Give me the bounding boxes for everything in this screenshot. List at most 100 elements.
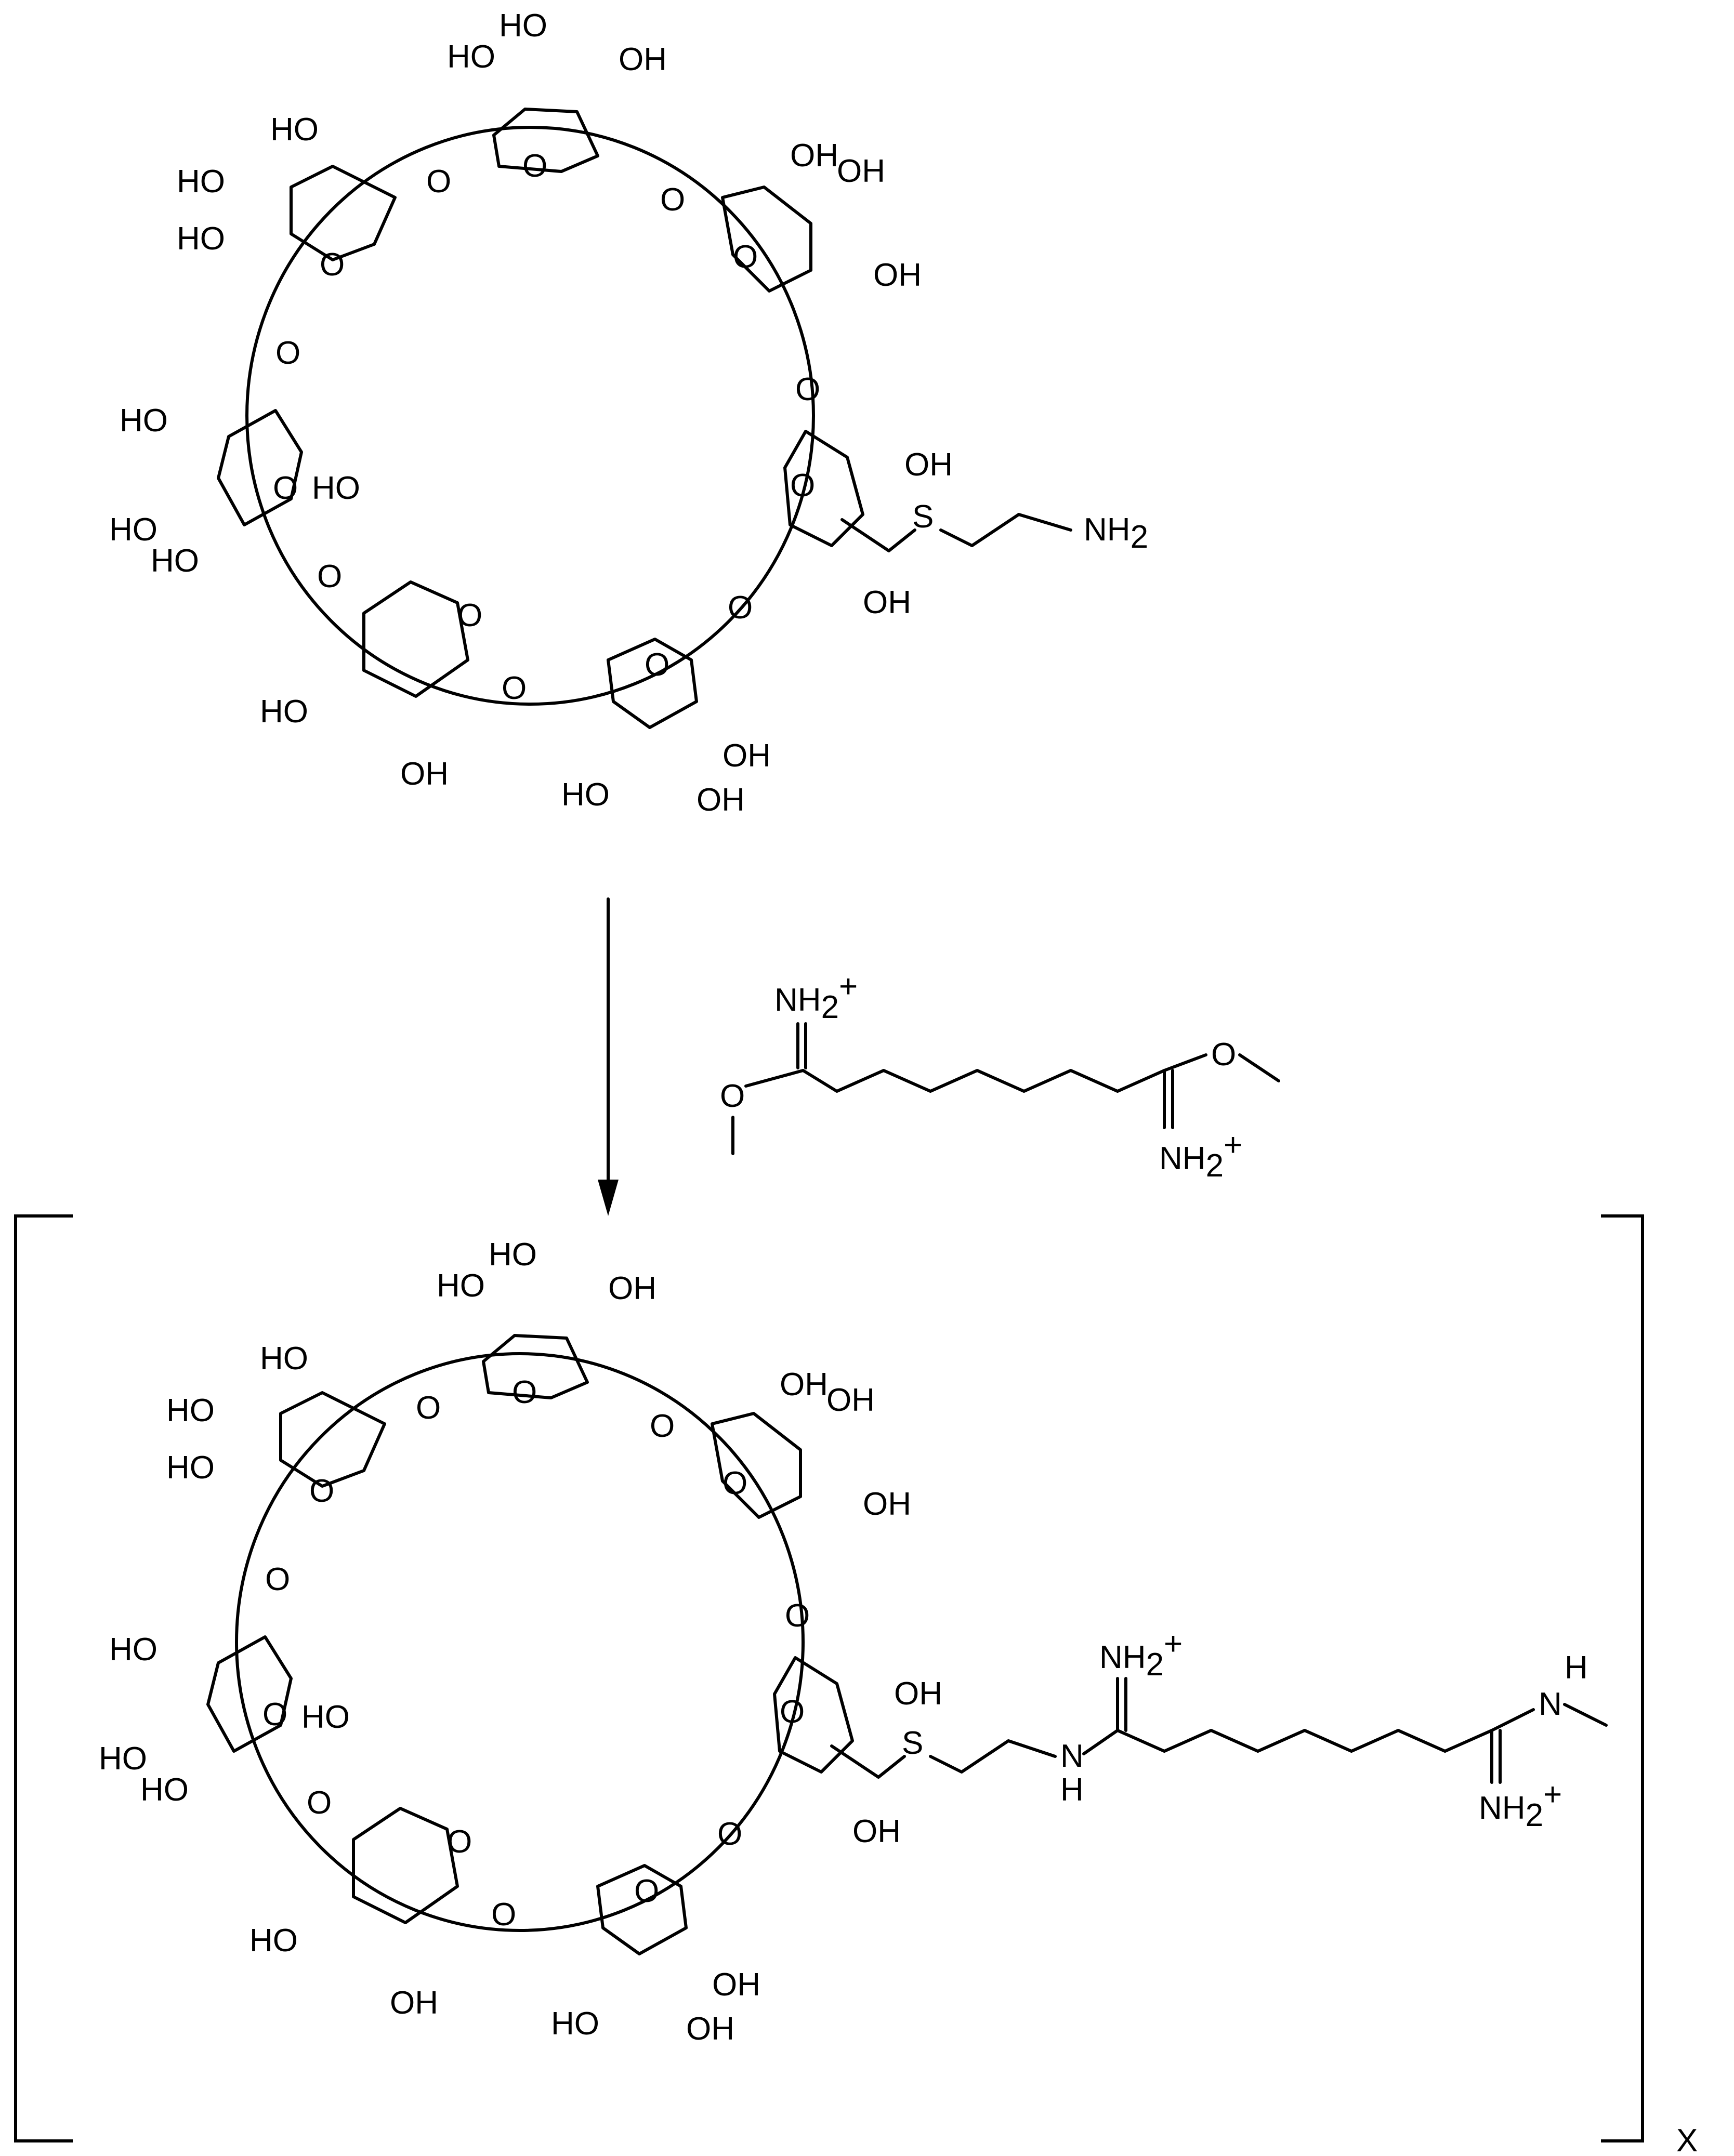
- ring-oxygen-label: O: [416, 1390, 441, 1426]
- hydroxyl-label: HO: [177, 164, 225, 200]
- ring-oxygen-label: O: [502, 670, 527, 706]
- ring-oxygen-label: O: [512, 1374, 537, 1410]
- hydroxyl-label: HO: [151, 543, 199, 579]
- glucose-ring: [596, 1864, 688, 1955]
- ring-oxygen-label: O: [265, 1562, 290, 1597]
- ring-oxygen-label: O: [728, 590, 753, 626]
- hydroxyl-label: HO: [551, 2006, 599, 2042]
- reaction-arrow: [598, 897, 619, 1216]
- hydroxyl-label: OH: [837, 153, 885, 189]
- ring-oxygen-label: O: [722, 1465, 747, 1501]
- ring-oxygen-label: O: [717, 1816, 742, 1852]
- glucose-ring: [721, 186, 812, 293]
- ring-oxygen-label: O: [457, 598, 482, 633]
- methoxy-bond: [1238, 1053, 1280, 1082]
- hydroxyl-label: OH: [790, 138, 838, 174]
- hydroxyl-label: OH: [390, 1985, 438, 2021]
- hydroxyl-label: HO: [109, 512, 157, 548]
- hydroxyl-label: HO: [249, 1923, 298, 1959]
- glucose-ring: [482, 1334, 589, 1399]
- iminium-label: NH2+: [1099, 1626, 1183, 1683]
- ester-oxygen-label: O: [720, 1078, 745, 1114]
- hydroxyl-label: OH: [863, 585, 911, 620]
- macrocycle-ring: [235, 1352, 805, 1932]
- cyclodextrin-macrocycle: [235, 1352, 805, 1932]
- aminoethylthio-cyclodextrin: HO HO OH HO HO HO OH OH OH HO HO HO HO O…: [109, 8, 1148, 818]
- amide-hydrogen-label: H: [1060, 1772, 1084, 1808]
- methoxy-bond: [744, 1069, 805, 1088]
- sulfur-label: S: [902, 1725, 923, 1761]
- hydroxyl-label: OH: [400, 756, 449, 792]
- hydroxyl-label: OH: [722, 738, 771, 774]
- hydroxyl-label: OH: [619, 42, 667, 77]
- ring-oxygen-label: O: [645, 647, 669, 683]
- glucose-ring: [279, 1391, 386, 1488]
- hydroxyl-label: HO: [260, 694, 308, 730]
- glucose-ring: [290, 165, 397, 261]
- left-repeat-bracket: [14, 1214, 73, 2142]
- suberimidate-chain: [802, 1069, 1166, 1093]
- glucose-ring: [206, 1635, 293, 1753]
- repeat-unit-label: X: [1676, 2123, 1698, 2156]
- hydroxyl-label: HO: [499, 8, 547, 44]
- amide-hydrogen-label: H: [1565, 1650, 1588, 1686]
- open-chain-bond: [1563, 1703, 1608, 1727]
- iminium-label: NH2+: [1159, 1127, 1242, 1184]
- ring-oxygen-label: O: [307, 1785, 332, 1821]
- reaction-arrow-head: [598, 1180, 619, 1216]
- glucose-ring: [711, 1412, 802, 1519]
- hydroxyl-label: OH: [608, 1271, 656, 1306]
- glucose-ring: [607, 638, 698, 729]
- ring-oxygen-label: O: [650, 1408, 675, 1444]
- ring-oxygen-label: O: [634, 1873, 659, 1909]
- macrocycle-ring: [245, 126, 815, 706]
- ring-oxygen-label: O: [317, 559, 342, 594]
- ring-oxygen-label: O: [785, 1598, 810, 1634]
- ring-oxygen-label: O: [447, 1824, 472, 1860]
- hydroxyl-label: HO: [109, 1632, 157, 1668]
- suberimidate-chain: [1116, 1729, 1493, 1753]
- amidine-linker-arm: S N H NH2+ NH2+ H N: [830, 1626, 1608, 1833]
- hydroxyl-label: OH: [863, 1486, 911, 1522]
- hydroxyl-label: OH: [697, 782, 745, 818]
- hydroxyl-label: OH: [852, 1814, 901, 1849]
- ring-oxygen-label: O: [660, 182, 685, 218]
- ethyl-chain-bond: [939, 513, 1072, 547]
- amidine-linked-cyclodextrin-polymer: X HO HO OH HO HO HO OH OH OH HO HO HO HO…: [14, 1214, 1698, 2156]
- hydroxyl-label: OH: [904, 447, 953, 483]
- hydroxyl-label: HO: [120, 403, 168, 439]
- hydroxyl-label: OH: [894, 1676, 942, 1712]
- hydroxyl-label: HO: [140, 1772, 189, 1808]
- thioether-linker-bond: [830, 1744, 906, 1779]
- glucose-ring: [352, 1807, 459, 1924]
- hydroxyl-label: HO: [301, 1699, 350, 1735]
- hydroxyl-label: HO: [561, 777, 610, 813]
- glucose-ring: [362, 580, 469, 698]
- hydroxyl-label: OH: [712, 1967, 760, 2003]
- glucose-ring: [217, 409, 303, 526]
- aminoethylthio-arm: S NH2: [840, 499, 1148, 555]
- glucose-ring: [773, 1656, 854, 1774]
- hydroxyl-label: HO: [99, 1741, 147, 1777]
- ring-oxygen-label: O: [795, 372, 820, 407]
- iminium-label: NH2+: [1479, 1777, 1562, 1833]
- cyclodextrin-macrocycle: [245, 126, 815, 706]
- right-repeat-bracket: [1601, 1214, 1644, 2142]
- methoxy-bond: [1163, 1053, 1207, 1072]
- ring-oxygen-label: O: [262, 1697, 287, 1732]
- sulfur-label: S: [912, 499, 934, 535]
- thioether-linker-bond: [840, 518, 916, 552]
- hydroxyl-label: OH: [826, 1382, 875, 1418]
- ring-oxygen-label: O: [491, 1897, 516, 1933]
- amidine-bond: [1490, 1708, 1535, 1732]
- amide-nitrogen-label: N: [1060, 1738, 1084, 1774]
- ester-oxygen-label: O: [1211, 1037, 1236, 1073]
- ethyl-chain-bond: [929, 1739, 1057, 1774]
- hydroxyl-label: HO: [489, 1237, 537, 1273]
- ring-oxygen-label: O: [522, 148, 547, 184]
- glucose-ring: [492, 108, 599, 173]
- hydroxyl-label: HO: [437, 1268, 485, 1304]
- hydroxyl-label: HO: [166, 1393, 215, 1428]
- ring-oxygen-label: O: [426, 164, 451, 200]
